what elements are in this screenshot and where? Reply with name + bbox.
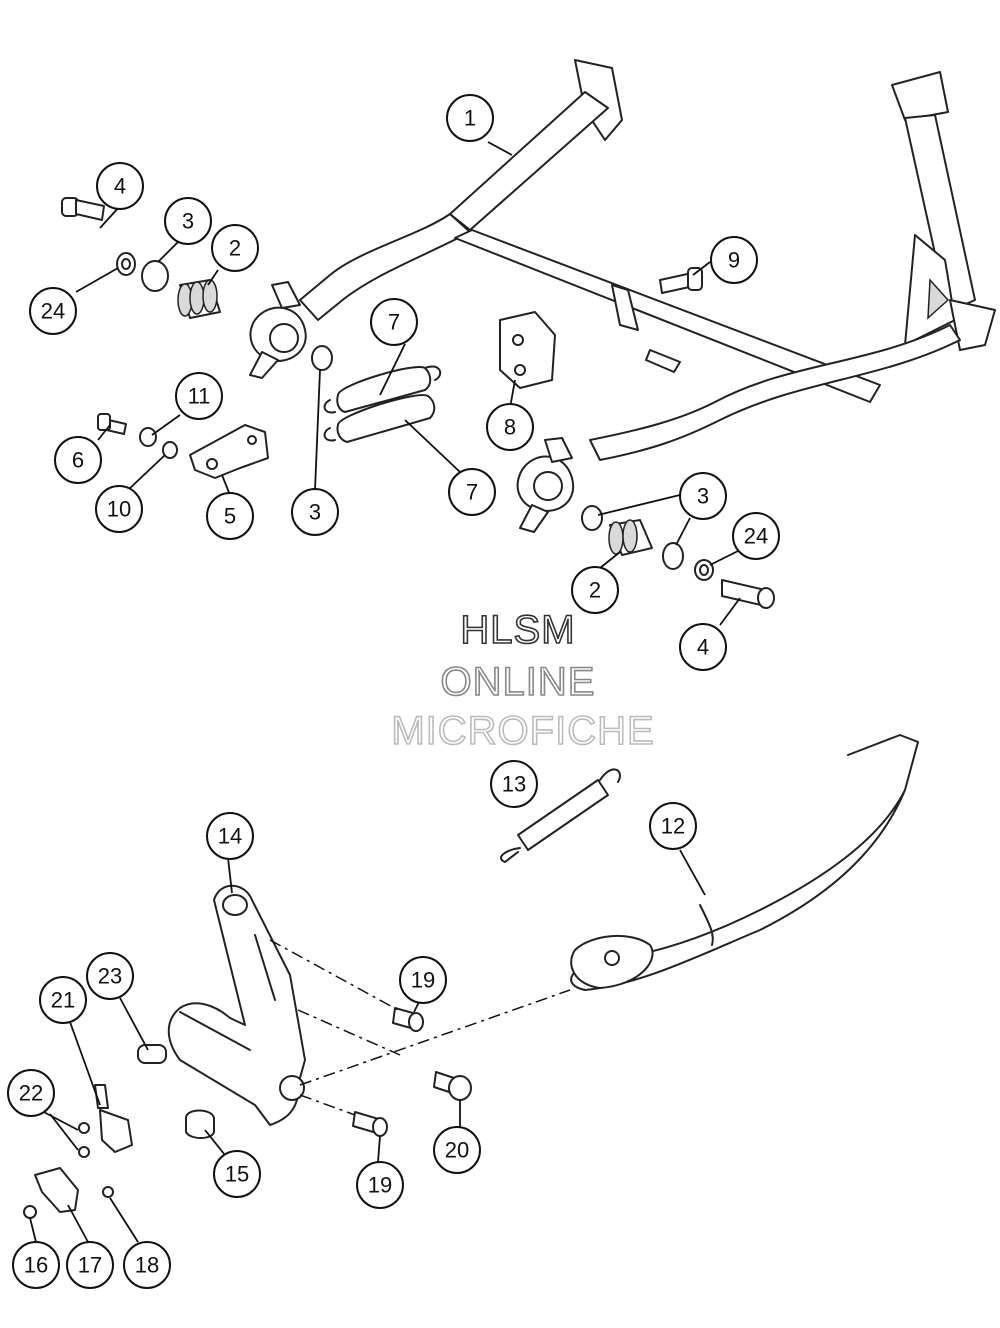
callout-c21[interactable]: 21	[39, 976, 87, 1024]
callout-label: 7	[388, 310, 400, 335]
callout-label: 4	[114, 174, 126, 199]
callout-label: 7	[466, 480, 478, 505]
callout-label: 12	[661, 814, 685, 839]
side-stand-drawing	[570, 734, 919, 991]
callout-c4b[interactable]: 4	[679, 623, 727, 671]
callout-label: 15	[225, 1162, 249, 1187]
callout-c6[interactable]: 6	[54, 436, 102, 484]
callout-c14[interactable]: 14	[206, 812, 254, 860]
callout-label: 24	[744, 524, 768, 549]
alignment-lines	[269, 939, 571, 1116]
callout-c1[interactable]: 1	[446, 94, 494, 142]
side-stand-bracket	[23, 884, 472, 1219]
hardware-right	[581, 505, 775, 609]
callout-c2a[interactable]: 2	[211, 224, 259, 272]
callout-c4a[interactable]: 4	[96, 162, 144, 210]
callout-label: 17	[78, 1253, 102, 1278]
watermark-line-2: ONLINE	[441, 660, 596, 704]
watermark-line-1: HLSM	[460, 608, 575, 652]
callout-c3c[interactable]: 3	[679, 472, 727, 520]
callout-label: 24	[41, 299, 65, 324]
callout-label: 19	[368, 1173, 392, 1198]
watermark: HLSM ONLINE MICROFICHE	[391, 607, 655, 754]
watermark-line-3: MICROFICHE	[391, 709, 654, 753]
callout-c24b[interactable]: 24	[732, 512, 780, 560]
callout-c22[interactable]: 22	[7, 1069, 55, 1117]
callout-c19b[interactable]: 19	[356, 1161, 404, 1209]
callout-c16[interactable]: 16	[12, 1241, 60, 1289]
hardware-top-left	[61, 197, 703, 479]
callout-label: 8	[504, 415, 516, 440]
callout-label: 23	[98, 964, 122, 989]
callout-label: 3	[182, 209, 194, 234]
callout-c12[interactable]: 12	[649, 802, 697, 850]
callout-label: 6	[72, 448, 84, 473]
callout-c8[interactable]: 8	[486, 403, 534, 451]
callout-label: 2	[229, 236, 241, 261]
callout-label: 3	[697, 484, 709, 509]
callout-c23[interactable]: 23	[86, 952, 134, 1000]
callout-c9[interactable]: 9	[710, 236, 758, 284]
callout-label: 22	[19, 1081, 43, 1106]
callout-c11[interactable]: 11	[175, 372, 223, 420]
callout-label: 18	[135, 1253, 159, 1278]
callout-label: 5	[224, 504, 236, 529]
callout-label: 14	[218, 824, 242, 849]
callout-label: 3	[309, 500, 321, 525]
side-stand-spring	[500, 768, 621, 864]
callout-c17[interactable]: 17	[66, 1241, 114, 1289]
center-stand-drawing	[249, 59, 996, 533]
leader-lines	[29, 141, 741, 1243]
callout-label: 2	[589, 578, 601, 603]
callout-c2b[interactable]: 2	[571, 566, 619, 614]
callout-c7a[interactable]: 7	[370, 298, 418, 346]
callout-label: 10	[107, 497, 131, 522]
callout-label: 13	[502, 772, 526, 797]
callout-label: 19	[411, 968, 435, 993]
callout-label: 21	[51, 988, 75, 1013]
callout-c3b[interactable]: 3	[291, 488, 339, 536]
callout-c24a[interactable]: 24	[29, 287, 77, 335]
callout-label: 16	[24, 1253, 48, 1278]
callout-c7b[interactable]: 7	[448, 468, 496, 516]
callout-c18[interactable]: 18	[123, 1241, 171, 1289]
callout-c5[interactable]: 5	[206, 492, 254, 540]
callout-label: 1	[464, 106, 476, 131]
callout-label: 4	[697, 635, 709, 660]
callout-c19a[interactable]: 19	[399, 956, 447, 1004]
callout-label: 11	[188, 384, 211, 409]
callout-c15[interactable]: 15	[213, 1150, 261, 1198]
callout-c3a[interactable]: 3	[164, 197, 212, 245]
callout-c20[interactable]: 20	[433, 1126, 481, 1174]
callout-c10[interactable]: 10	[95, 485, 143, 533]
callout-c13[interactable]: 13	[490, 760, 538, 808]
callout-label: 20	[445, 1138, 469, 1163]
callout-label: 9	[728, 248, 740, 273]
